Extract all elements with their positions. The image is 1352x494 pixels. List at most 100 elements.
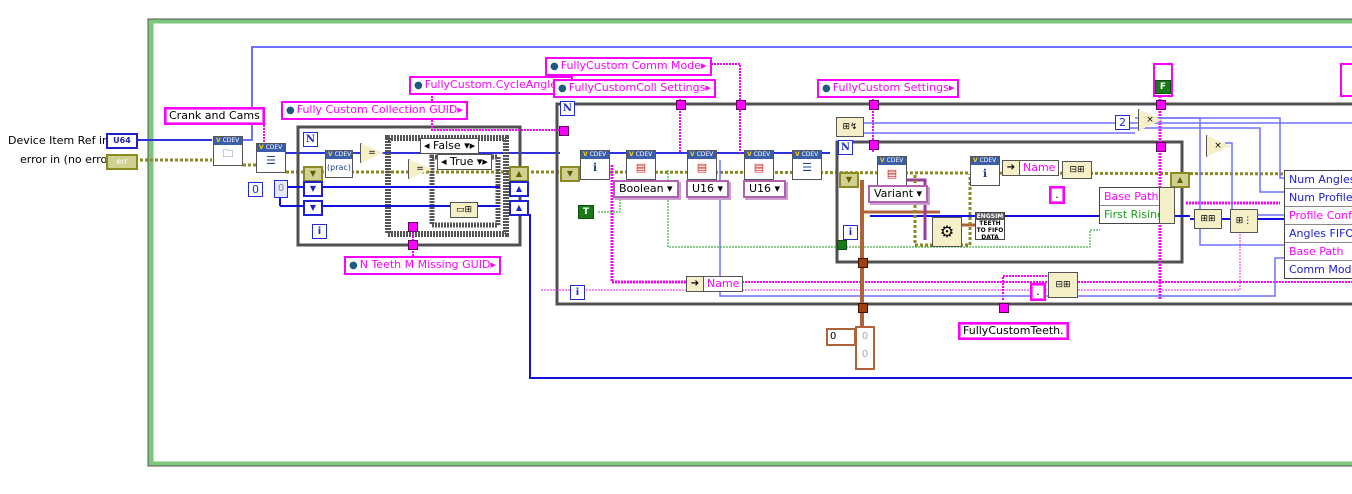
loop2-count-terminal: N xyxy=(560,101,575,116)
dot-string-constant-2[interactable]: . xyxy=(1030,283,1046,301)
fully-custom-teeth-constant[interactable]: FullyCustomTeeth. xyxy=(958,322,1069,340)
bool-false-constant[interactable]: F xyxy=(1155,80,1171,94)
subvi-get-property-u16-a[interactable]: V CDEV▤ xyxy=(687,150,717,180)
variant-to-data-gear-icon[interactable]: ⚙ xyxy=(932,217,962,247)
subvi-get-property-variant[interactable]: V CDEV▤ xyxy=(877,156,907,186)
global-comm-mode[interactable]: ●FullyCustom Comm Mode▸ xyxy=(545,57,712,76)
case-selector-inner[interactable]: ◂ True ▾▸ xyxy=(437,154,492,170)
global-settings[interactable]: ●FullyCustom Settings▸ xyxy=(817,79,960,98)
bundle-field-base-path-out: Base Path xyxy=(1285,243,1352,261)
variant-tunnel xyxy=(858,258,868,268)
output-cluster-indicator[interactable] xyxy=(1340,63,1352,97)
dot-string-constant-1[interactable]: . xyxy=(1049,186,1065,204)
global-label: N Teeth M Missing GUID xyxy=(359,258,491,271)
array-size-icon[interactable]: ⊞↯ xyxy=(836,117,864,137)
crank-and-cams-constant[interactable]: Crank and Cams xyxy=(164,107,265,125)
global-cycle-angle[interactable]: ●FullyCustom.CycleAngle?▸ xyxy=(409,76,574,95)
global-collection-guid[interactable]: ●Fully Custom Collection GUID▸ xyxy=(281,101,468,120)
error-tunnel-loop2: ▼ xyxy=(560,166,580,182)
loop3-iteration-terminal: i xyxy=(843,225,858,240)
subvi-header: CDEV xyxy=(979,157,997,164)
subvi-list-children-2[interactable]: V CDEV☰ xyxy=(792,150,822,180)
global-n-teeth-guid[interactable]: ●N Teeth M Missing GUID▸ xyxy=(344,256,501,275)
concat-strings-icon-2[interactable]: ⊟⊞ xyxy=(1048,272,1078,298)
variant-tunnel xyxy=(858,303,868,313)
unbundle-name-field-2[interactable]: Name xyxy=(1019,160,1060,176)
type-icon: (prac) xyxy=(327,163,351,172)
bundle-field-angles-fifo: Angles FIFO xyxy=(1285,225,1352,243)
bool-true-constant[interactable]: T xyxy=(578,205,594,219)
numeric-zero-constant[interactable]: 0 xyxy=(248,182,263,197)
tunnel xyxy=(1156,142,1166,152)
outer-structure-frame xyxy=(148,18,1352,467)
subvi-get-type[interactable]: V CDEV(prac) xyxy=(325,150,353,178)
loop1-iteration-terminal: i xyxy=(312,224,327,239)
shift-register-left-2: ▼ xyxy=(303,200,323,216)
bundle-field-first-rising: First Rising? xyxy=(1104,208,1170,221)
subvi-get-property-u16-b[interactable]: V CDEV▤ xyxy=(744,150,774,180)
subvi-header: CDEV xyxy=(635,151,653,158)
property-icon: ▤ xyxy=(753,161,765,174)
tunnel xyxy=(408,240,418,250)
subvi-list-children[interactable]: V CDEV☰ xyxy=(256,143,286,173)
subvi-header: CDEV xyxy=(801,151,819,158)
tree-list-icon: ☰ xyxy=(266,154,276,167)
global-label: Fully Custom Collection GUID xyxy=(296,103,458,116)
subvi-body: TEETH TO FIFO DATA xyxy=(976,220,1004,241)
tree-list-icon: ☰ xyxy=(802,161,812,174)
tunnel xyxy=(1156,100,1166,110)
type-enum-u16-b[interactable]: U16 ▾ xyxy=(743,180,787,198)
subvi-header: CDEV xyxy=(334,151,352,158)
bundle-field-base-path: Base Path xyxy=(1100,188,1160,206)
bundle-field-profile-configs: Profile Configs xyxy=(1285,207,1352,225)
property-icon: ▤ xyxy=(635,161,647,174)
type-enum-variant[interactable]: Variant ▾ xyxy=(868,185,929,203)
array-element: 0 xyxy=(861,349,869,360)
subvi-get-property-bool[interactable]: V CDEV▤ xyxy=(626,150,656,180)
bool-tunnel xyxy=(837,240,847,250)
tunnel xyxy=(869,140,879,150)
ref-wire-top xyxy=(243,46,1352,141)
reshape-array-icon[interactable]: ⊞⊞ xyxy=(1194,209,1222,229)
bundle-field-comm-mode: Comm Mode xyxy=(1289,263,1352,276)
bundle-by-name-inner[interactable]: Base Path First Rising? xyxy=(1099,187,1170,224)
global-label: FullyCustom.CycleAngle? xyxy=(424,78,563,91)
bundle-by-name-output[interactable]: Num Angles Num Profiles Profile Configs … xyxy=(1284,170,1352,279)
info-icon: ℹ xyxy=(592,161,598,174)
device-item-ref-terminal[interactable]: U64 xyxy=(106,133,138,149)
build-array-icon[interactable]: ▭⊞ xyxy=(450,202,478,218)
property-icon: ▤ xyxy=(696,161,708,174)
error-shift-register-left: ▼ xyxy=(303,166,323,182)
enum-label: Variant xyxy=(874,187,914,200)
tunnel xyxy=(869,100,879,110)
enum-label: U16 xyxy=(692,182,715,195)
tunnel xyxy=(559,126,569,136)
case-selector-outer[interactable]: ◂ False ▾▸ xyxy=(420,138,480,154)
tunnel xyxy=(736,100,746,110)
tunnel xyxy=(999,303,1009,313)
concat-strings-icon-1[interactable]: ⊟⊞ xyxy=(1062,161,1092,179)
loop2-iteration-terminal: i xyxy=(570,285,585,300)
unbundle-name-field-1[interactable]: Name xyxy=(703,276,744,292)
variant-array-index[interactable]: 0 xyxy=(826,328,856,346)
subvi-header: CDEV xyxy=(265,144,283,151)
global-coll-settings[interactable]: ●FullyCustomColl Settings▸ xyxy=(553,79,716,98)
numeric-two-constant[interactable]: 2 xyxy=(1115,115,1130,130)
subvi-header: CDEV xyxy=(753,151,771,158)
case-selector-label: True xyxy=(450,155,474,168)
enum-label: U16 xyxy=(749,182,772,195)
type-enum-u16-a[interactable]: U16 ▾ xyxy=(686,180,730,198)
shift-register-left-1: ▼ xyxy=(303,181,323,197)
tunnel xyxy=(676,100,686,110)
build-array-icon-2[interactable]: ⊞⋮ xyxy=(1230,209,1258,233)
error-in-terminal[interactable]: err xyxy=(106,154,138,170)
type-enum-boolean[interactable]: Boolean ▾ xyxy=(613,180,679,198)
array-index-constant[interactable]: 0 xyxy=(274,180,288,198)
subvi-open-item[interactable]: V CDEV🗀 xyxy=(213,136,243,166)
tunnel xyxy=(408,222,418,232)
